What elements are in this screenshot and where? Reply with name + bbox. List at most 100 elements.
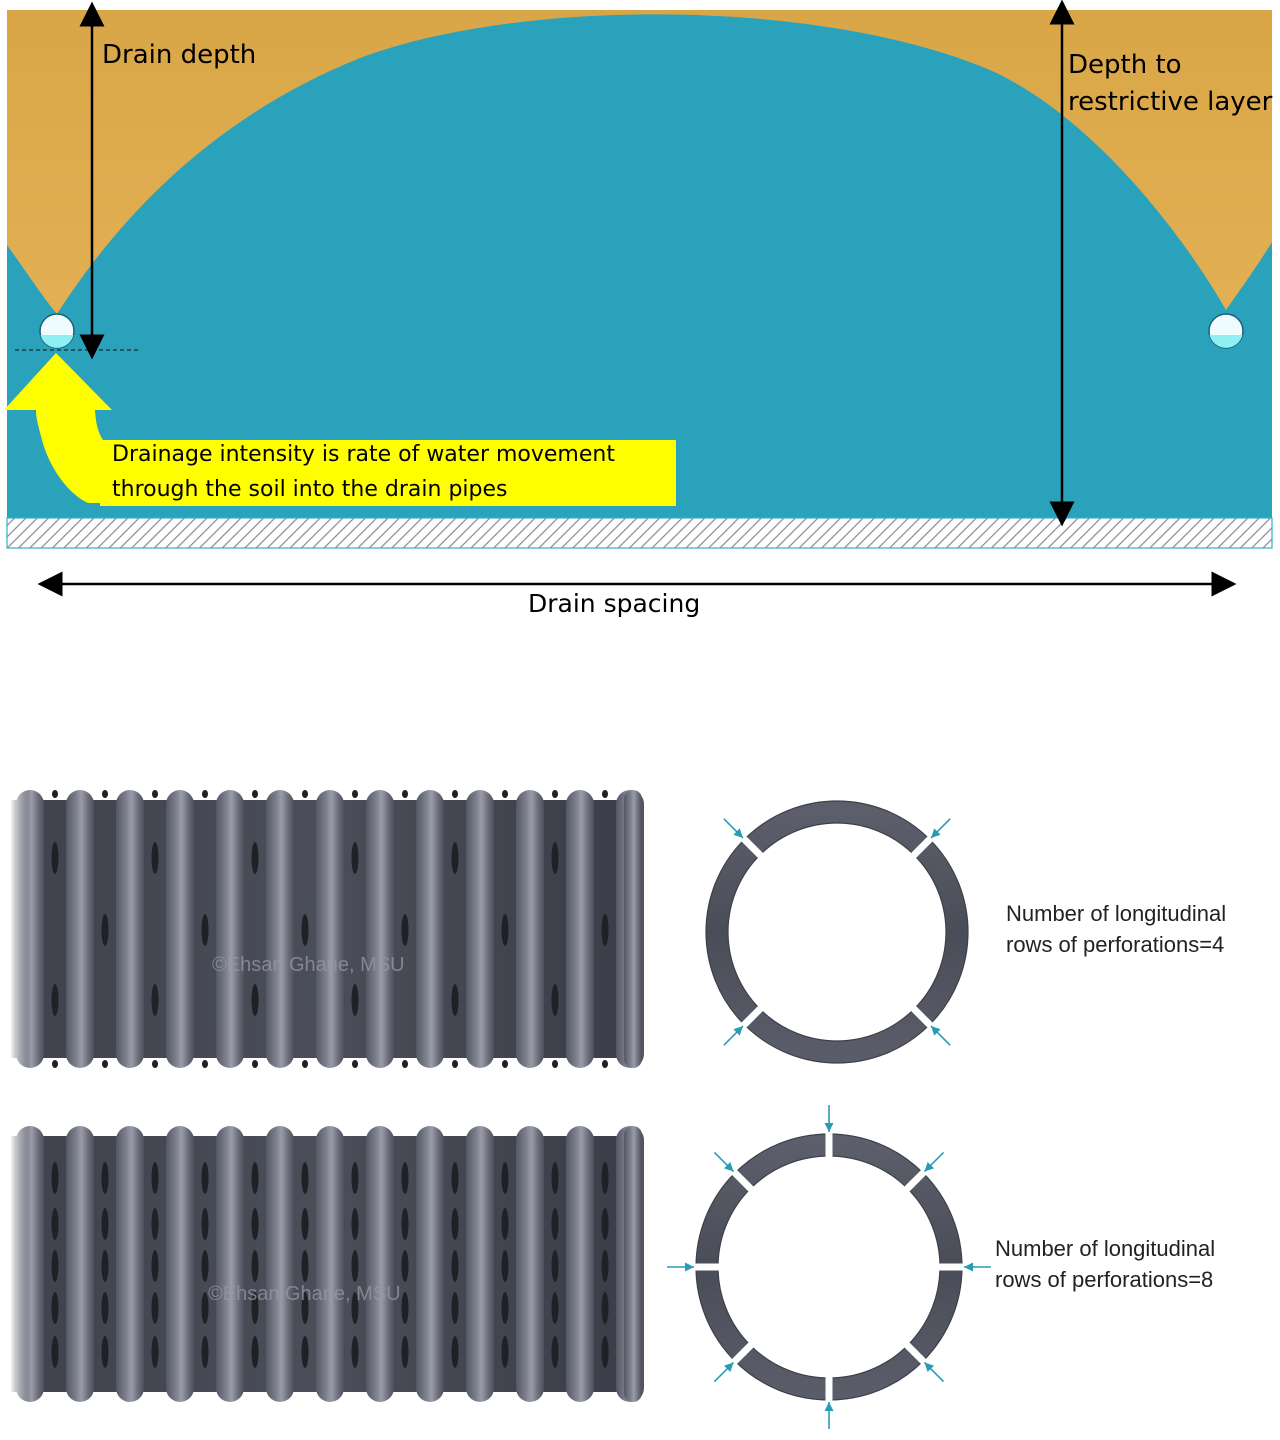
pipe-cross-section-4-rows bbox=[705, 800, 969, 1064]
pipe-corrugation bbox=[266, 790, 294, 1068]
perforation-slot bbox=[301, 1336, 309, 1368]
inflow-arrow-head bbox=[924, 1161, 935, 1172]
perforation-slot bbox=[252, 790, 258, 798]
pipe-corrugation bbox=[216, 1126, 244, 1402]
pipe-corrugation bbox=[166, 790, 194, 1068]
pipe-ring-inner-edge bbox=[727, 822, 947, 1042]
perforation-slot bbox=[201, 1208, 209, 1240]
drain-depth-label: Drain depth bbox=[102, 40, 257, 70]
restrictive-layer bbox=[6, 517, 1273, 549]
perforation-slot bbox=[151, 1336, 159, 1368]
pipe-corrugation bbox=[316, 1126, 344, 1402]
perforation-slot bbox=[452, 790, 458, 798]
ring-perforation-gap bbox=[739, 1004, 765, 1030]
water-table bbox=[7, 14, 1272, 520]
inflow-arrow-head bbox=[723, 1161, 734, 1172]
pipe-corrugation bbox=[416, 1126, 444, 1402]
pipe-corrugation bbox=[116, 1126, 144, 1402]
perforation-slot bbox=[101, 1162, 109, 1194]
perforation-slot bbox=[351, 1208, 359, 1240]
perforated-pipe-8-rows bbox=[10, 1126, 644, 1402]
perforation-slot bbox=[502, 790, 508, 798]
perforation-slot bbox=[301, 1292, 309, 1324]
perforation-slot bbox=[151, 842, 159, 874]
perforation-slot bbox=[551, 984, 559, 1016]
perforation-slot bbox=[601, 1292, 609, 1324]
perforation-slot bbox=[52, 1060, 58, 1068]
inflow-arrow-head bbox=[824, 1123, 834, 1132]
perforation-slot bbox=[101, 914, 109, 946]
pipe-corrugation bbox=[516, 1126, 544, 1402]
inflow-arrow-head bbox=[733, 1026, 743, 1036]
perforation-slot bbox=[501, 914, 509, 946]
pipe-corrugation bbox=[516, 790, 544, 1068]
perforation-slot bbox=[501, 1292, 509, 1324]
perforation-slot bbox=[301, 914, 309, 946]
watermark-pipe-2: ©Ehsan Ghane, MSU bbox=[208, 1283, 401, 1305]
perforation-slot bbox=[351, 1250, 359, 1282]
perforation-slot bbox=[101, 1292, 109, 1324]
perforation-slot bbox=[251, 1336, 259, 1368]
perforation-slot bbox=[602, 1060, 608, 1068]
perforation-slot bbox=[151, 1292, 159, 1324]
perforation-slot bbox=[201, 1336, 209, 1368]
perforation-slot bbox=[551, 1208, 559, 1240]
perforation-slot bbox=[451, 842, 459, 874]
perforation-slot bbox=[102, 790, 108, 798]
perforation-slot bbox=[301, 1208, 309, 1240]
inflow-arrow-head bbox=[924, 1362, 935, 1373]
perforation-slot bbox=[151, 984, 159, 1016]
pipe-ring bbox=[706, 801, 968, 1063]
perforation-slot bbox=[401, 1336, 409, 1368]
perforated-pipe-4-rows bbox=[10, 790, 644, 1068]
perforation-slot bbox=[252, 1060, 258, 1068]
perforation-slot bbox=[452, 1060, 458, 1068]
perforation-slot bbox=[351, 1162, 359, 1194]
perforation-slot bbox=[152, 1060, 158, 1068]
right-drain-pipe bbox=[1208, 313, 1244, 349]
perforation-slot bbox=[351, 1292, 359, 1324]
depth-restrictive-label-line1: Depth to bbox=[1068, 50, 1182, 80]
perforation-slot bbox=[202, 790, 208, 798]
perforation-slot bbox=[151, 1250, 159, 1282]
perforation-slot bbox=[302, 790, 308, 798]
perforation-slot bbox=[101, 1250, 109, 1282]
perforation-slot bbox=[451, 1162, 459, 1194]
inflow-arrow-head bbox=[733, 828, 743, 838]
perforation-slot bbox=[152, 790, 158, 798]
perforation-slot bbox=[502, 1060, 508, 1068]
perforation-slot bbox=[601, 1162, 609, 1194]
perforation-slot bbox=[601, 914, 609, 946]
pipe-2-caption-line2: rows of perforations=8 bbox=[995, 1267, 1214, 1292]
perforation-slot bbox=[102, 1060, 108, 1068]
perforation-slot bbox=[401, 1208, 409, 1240]
pipe-ring-outer-edge bbox=[705, 800, 969, 1064]
perforation-slot bbox=[451, 1250, 459, 1282]
pipe-corrugation bbox=[66, 1126, 94, 1402]
perforation-slot bbox=[251, 1292, 259, 1324]
perforation-slot bbox=[401, 1250, 409, 1282]
depth-restrictive-label-line2: restrictive layer bbox=[1068, 87, 1273, 117]
perforation-slot bbox=[52, 790, 58, 798]
perforation-slot bbox=[351, 984, 359, 1016]
perforation-slot bbox=[51, 1162, 59, 1194]
perforation-slot bbox=[51, 842, 59, 874]
perforation-slot bbox=[351, 842, 359, 874]
intensity-curved-arrow bbox=[4, 353, 112, 503]
pipe-edge-fade bbox=[10, 1126, 28, 1402]
perforation-slot bbox=[501, 1208, 509, 1240]
ring-perforation-gap bbox=[730, 1340, 756, 1366]
inflow-arrow-head bbox=[685, 1262, 694, 1272]
perforation-slot bbox=[352, 790, 358, 798]
ring-perforation-gap bbox=[902, 1340, 928, 1366]
perforation-slot bbox=[51, 1292, 59, 1324]
ring-perforation-gap bbox=[730, 1168, 756, 1194]
pipe-cross-section-8-rows bbox=[667, 1105, 991, 1429]
perforation-slot bbox=[101, 1336, 109, 1368]
ring-perforation-gap bbox=[909, 834, 935, 860]
pipe-corrugation bbox=[416, 790, 444, 1068]
perforation-slot bbox=[201, 1292, 209, 1324]
pipe-corrugation bbox=[266, 1126, 294, 1402]
perforation-slot bbox=[251, 1250, 259, 1282]
